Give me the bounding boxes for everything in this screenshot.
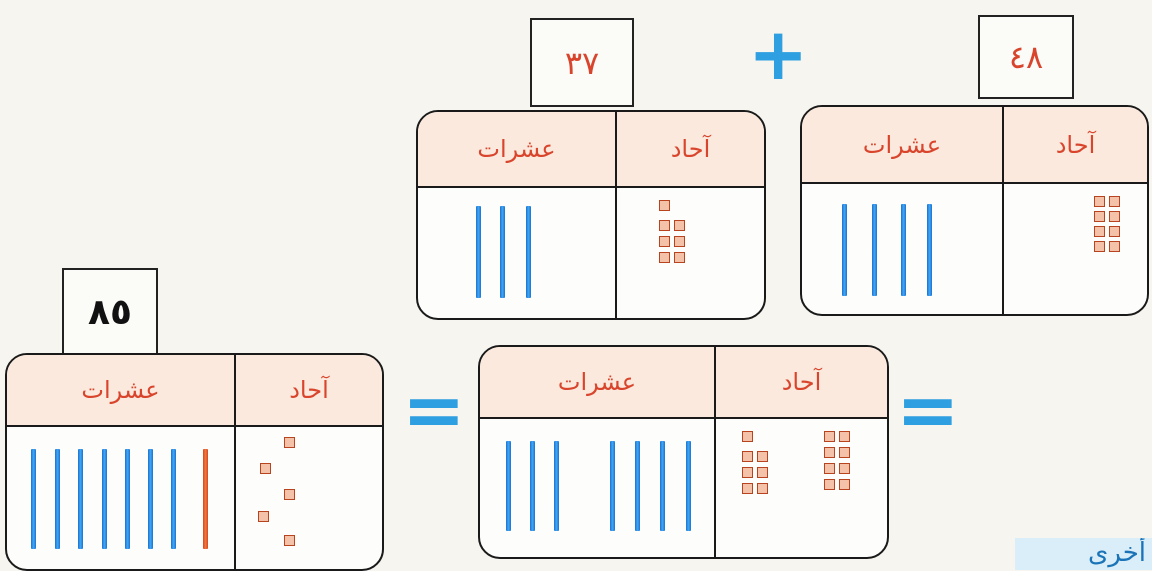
one-cube [742, 483, 753, 494]
ten-rod [78, 449, 83, 549]
one-cube [839, 447, 850, 458]
one-cube [659, 252, 670, 263]
one-cube [742, 451, 753, 462]
number-48-box: ٤٨ [978, 15, 1074, 99]
one-cube [824, 447, 835, 458]
ten-rod [31, 449, 36, 549]
tens-header: عشرات [7, 355, 236, 425]
ten-rod [125, 449, 130, 549]
one-cube [839, 463, 850, 474]
one-cube [1094, 226, 1105, 237]
equals-sign-right: = [896, 365, 960, 454]
ones-column [617, 188, 764, 318]
ones-header: آحاد [670, 135, 711, 163]
place-value-board-37: عشرات آحاد [416, 110, 766, 320]
one-cube [260, 463, 271, 474]
ten-rod [500, 206, 505, 298]
ten-rod [526, 206, 531, 298]
answer-85-box: ٨٥ [62, 268, 158, 357]
one-cube [1094, 196, 1105, 207]
ten-rod [872, 204, 877, 296]
one-cube [659, 236, 670, 247]
equals-sign-left: = [402, 365, 466, 454]
one-cube [824, 431, 835, 442]
ones-column [236, 427, 382, 569]
place-value-board-85: عشرات آحاد [5, 353, 384, 571]
tens-header: عشرات [802, 107, 1004, 182]
tens-header: عشرات [480, 347, 716, 417]
number-37-box: ٣٧ [530, 18, 634, 107]
one-cube [757, 467, 768, 478]
one-cube [1109, 211, 1120, 222]
ten-rod [842, 204, 847, 296]
plus-sign: + [748, 12, 809, 96]
one-cube [1094, 211, 1105, 222]
one-cube [757, 483, 768, 494]
place-value-board-48: عشرات آحاد [800, 105, 1149, 316]
tens-column [7, 427, 236, 569]
ones-header: آحاد [781, 368, 822, 396]
tens-column [418, 188, 617, 318]
ten-rod [660, 441, 665, 531]
one-cube [258, 511, 269, 522]
one-cube [824, 479, 835, 490]
one-cube [1094, 241, 1105, 252]
ten-rod [530, 441, 535, 531]
one-cube [284, 535, 295, 546]
ten-rod [148, 449, 153, 549]
ones-header: آحاد [289, 376, 329, 404]
ten-rod [927, 204, 932, 296]
one-cube [284, 489, 295, 500]
ten-rod [55, 449, 60, 549]
one-cube [839, 431, 850, 442]
ten-rod [506, 441, 511, 531]
one-cube [674, 252, 685, 263]
ten-rod [102, 449, 107, 549]
ten-rod [554, 441, 559, 531]
one-cube [839, 479, 850, 490]
one-cube [674, 236, 685, 247]
corner-text: أخرى [1015, 538, 1152, 570]
ones-column [1004, 184, 1147, 314]
ones-header: آحاد [1055, 130, 1096, 159]
regrouped-ten-rod [203, 449, 208, 549]
one-cube [659, 200, 670, 211]
ten-rod [901, 204, 906, 296]
one-cube [1109, 241, 1120, 252]
one-cube [1109, 226, 1120, 237]
ten-rod [610, 441, 615, 531]
one-cube [824, 463, 835, 474]
ones-column [716, 419, 887, 557]
one-cube [742, 431, 753, 442]
one-cube [659, 220, 670, 231]
tens-column [480, 419, 716, 557]
place-value-board-combined: عشرات آحاد [478, 345, 889, 559]
tens-header: عشرات [418, 112, 617, 186]
one-cube [742, 467, 753, 478]
one-cube [674, 220, 685, 231]
one-cube [284, 437, 295, 448]
one-cube [1109, 196, 1120, 207]
one-cube [757, 451, 768, 462]
tens-column [802, 184, 1004, 314]
ten-rod [476, 206, 481, 298]
ten-rod [686, 441, 691, 531]
ten-rod [635, 441, 640, 531]
ten-rod [171, 449, 176, 549]
